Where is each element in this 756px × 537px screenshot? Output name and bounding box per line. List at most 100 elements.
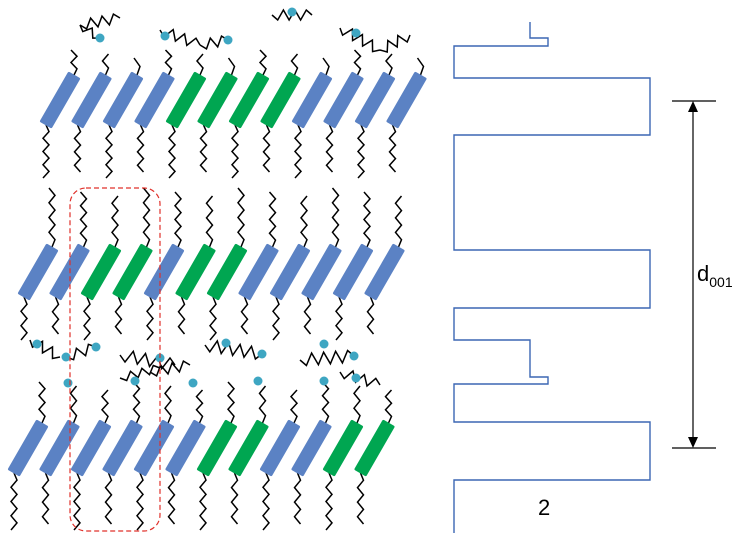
blue-mesogen — [301, 243, 342, 301]
blue-mesogen — [238, 243, 279, 301]
lower-chain — [230, 472, 239, 525]
blue-mesogen — [70, 419, 112, 477]
green-mesogen — [322, 419, 364, 477]
lower-chain — [388, 124, 397, 173]
upper-chain — [196, 53, 204, 76]
green-mesogen — [112, 243, 153, 301]
head-bead — [253, 376, 263, 386]
lower-chain — [262, 472, 270, 531]
lower-chain — [177, 296, 186, 335]
blue-mesogen — [386, 71, 427, 129]
lower-chain — [293, 472, 302, 525]
lower-chain — [199, 124, 208, 173]
spacer-loop — [65, 343, 97, 361]
head-bead — [188, 378, 198, 388]
upper-chain — [331, 187, 340, 248]
spacer-loop — [149, 359, 191, 378]
blue-mesogen — [323, 71, 364, 129]
upper-chain — [164, 49, 173, 76]
spacing-label: d001 — [697, 261, 733, 290]
upper-chain — [258, 49, 268, 76]
blue-mesogen — [259, 419, 301, 477]
head-bead — [319, 376, 329, 386]
lower-chain — [20, 296, 28, 341]
spacing-arrow — [672, 100, 716, 449]
upper-chain — [363, 191, 371, 248]
upper-chain — [38, 381, 47, 424]
green-mesogen — [206, 243, 248, 301]
blue-mesogen — [7, 419, 49, 477]
upper-chain — [227, 381, 236, 424]
upper-chain — [142, 187, 151, 248]
blue-mesogen — [165, 419, 206, 477]
spacer-loop — [29, 339, 61, 360]
upper-chain — [101, 53, 110, 76]
green-mesogen — [175, 243, 216, 301]
head-bead — [349, 351, 359, 361]
lower-chain — [199, 472, 207, 531]
head-bead — [61, 352, 71, 362]
blue-mesogen — [143, 243, 185, 301]
spacer-loop — [299, 349, 355, 367]
lower-chain — [356, 472, 365, 525]
green-mesogen — [260, 71, 301, 129]
upper-chain — [205, 195, 214, 248]
green-mesogen — [196, 419, 238, 477]
upper-chain — [164, 385, 172, 424]
upper-chain — [174, 191, 182, 248]
upper-chain — [384, 389, 393, 424]
lower-chain — [10, 472, 18, 531]
green-mesogen — [354, 419, 395, 477]
upper-chain — [290, 53, 299, 76]
lower-chain — [136, 124, 145, 173]
lower-chain — [366, 296, 375, 335]
spacer-loop — [199, 34, 229, 51]
spacer-loop — [79, 24, 101, 39]
head-bead — [221, 338, 231, 348]
lower-chain — [293, 124, 303, 179]
lower-chain — [272, 296, 280, 341]
blue-mesogen — [291, 71, 333, 129]
head-bead — [223, 35, 233, 45]
blue-mesogen — [102, 419, 143, 477]
upper-chain — [111, 195, 119, 248]
lower-chain — [41, 124, 51, 179]
blue-mesogen — [102, 71, 144, 129]
spacer-loop — [119, 364, 161, 382]
lower-chain — [41, 472, 50, 525]
spacer-loop — [379, 34, 411, 53]
lower-chain — [73, 124, 82, 173]
blue-mesogen — [71, 71, 112, 129]
upper-chain — [300, 195, 308, 248]
blue-mesogen — [269, 243, 311, 301]
lower-chain — [51, 296, 60, 335]
spacer-loop — [204, 339, 263, 361]
blue-mesogen — [332, 243, 374, 301]
upper-chain — [322, 57, 330, 76]
lower-chain — [104, 472, 113, 525]
upper-chain — [69, 49, 79, 76]
head-bead — [319, 339, 329, 349]
spacer-loop — [119, 349, 176, 371]
blue-mesogen — [291, 419, 332, 477]
lower-chain — [262, 124, 271, 173]
upper-chain — [385, 53, 393, 76]
profile-index-label: 2 — [538, 495, 550, 520]
upper-chain — [100, 389, 110, 424]
lower-chain — [240, 296, 249, 335]
lower-chain — [356, 124, 366, 179]
lower-chain — [335, 296, 343, 341]
green-mesogen — [80, 243, 122, 301]
blue-mesogen — [39, 71, 81, 129]
lower-chain — [83, 296, 91, 341]
unit-cell-outline — [69, 187, 161, 532]
upper-chain — [258, 385, 267, 424]
upper-chain — [268, 191, 277, 248]
lower-chain — [73, 472, 81, 531]
upper-chain — [132, 381, 141, 424]
blue-mesogen — [364, 243, 405, 301]
head-bead — [351, 28, 361, 38]
blue-mesogen — [39, 419, 80, 477]
